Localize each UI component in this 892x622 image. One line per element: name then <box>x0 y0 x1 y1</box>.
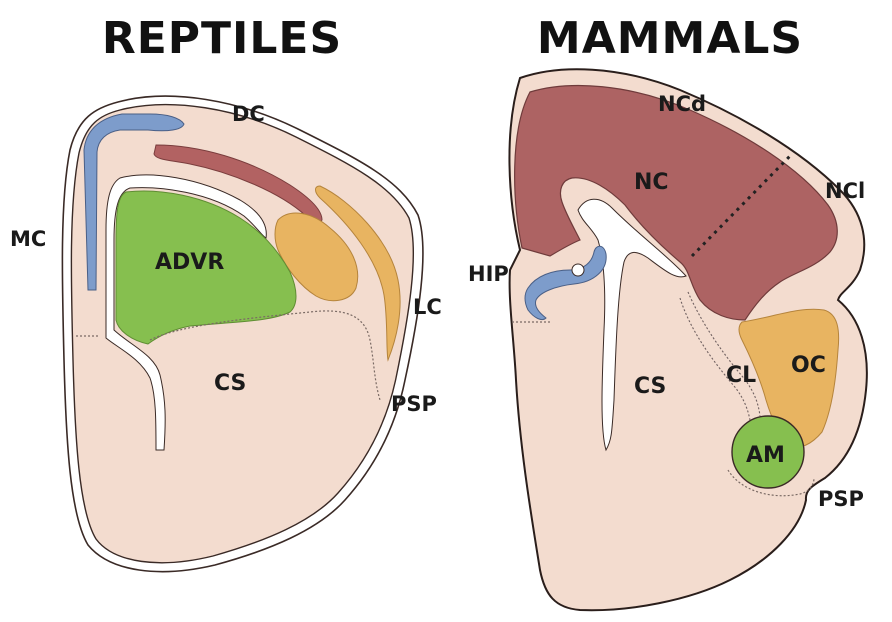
mammal-label-nc: NC <box>634 170 669 195</box>
reptile-mc-blue-band <box>83 113 185 291</box>
reptile-label-psp: PSP <box>391 392 437 416</box>
mammal-label-oc: OC <box>791 353 826 378</box>
mammal-cl-lines <box>679 291 761 421</box>
mammal-am-green <box>731 415 805 489</box>
reptile-lc-orange-band <box>315 185 401 362</box>
mammal-label-ncd: NCd <box>658 92 706 116</box>
reptile-label-advr: ADVR <box>155 250 224 275</box>
mammal-label-hip: HIP <box>468 262 509 286</box>
reptile-label-lc: LC <box>413 295 442 319</box>
reptile-advr-green <box>115 190 297 345</box>
mammal-label-cs: CS <box>634 374 666 399</box>
mammal-label-cl: CL <box>726 363 756 388</box>
mammal-label-psp: PSP <box>818 487 864 511</box>
reptile-hemisphere: DC MC ADVR LC CS PSP <box>10 95 442 573</box>
reptile-striatum-boundary <box>76 310 381 401</box>
reptile-label-cs: CS <box>214 371 246 396</box>
reptile-label-dc: DC <box>232 102 265 126</box>
mammal-label-ncl: NCl <box>825 179 865 203</box>
title-mammals: MAMMALS <box>537 13 803 64</box>
title-reptiles: REPTILES <box>102 13 342 64</box>
mammal-nc-red-cortex <box>514 84 838 321</box>
mammal-striatum-boundary <box>512 321 815 497</box>
mammal-hip-ventricle-dot <box>571 263 585 277</box>
reptile-ventricle <box>105 174 267 451</box>
reptile-label-mc: MC <box>10 227 46 251</box>
mammal-hemisphere: NCd NC NCl HIP CS CL OC AM PSP <box>468 68 868 612</box>
mammal-oc-orange <box>738 308 840 448</box>
mammal-label-am: AM <box>746 443 785 468</box>
reptile-orange-blob <box>274 212 359 302</box>
